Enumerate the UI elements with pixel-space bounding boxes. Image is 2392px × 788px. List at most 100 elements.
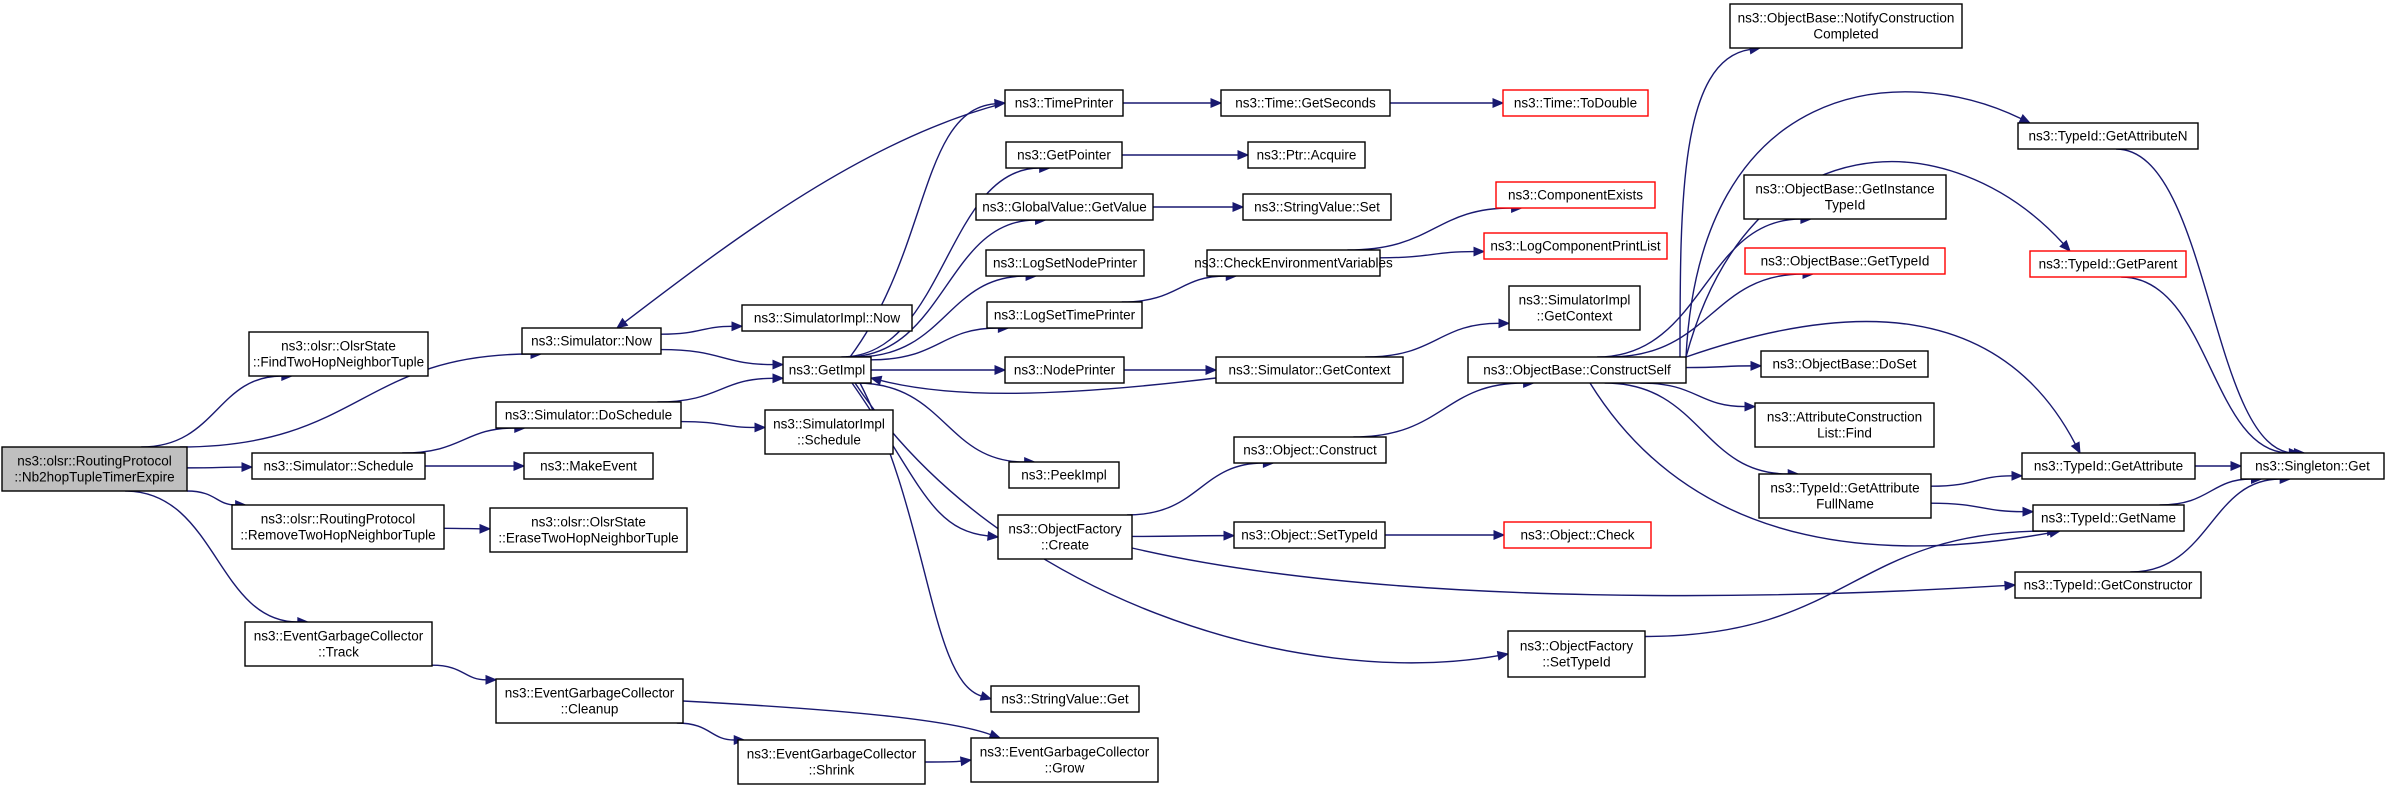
node-egcGrow[interactable]: ns3::EventGarbageCollector::Grow	[970, 737, 1159, 783]
node-logCompPrint[interactable]: ns3::LogComponentPrintList	[1483, 232, 1668, 260]
node-timePrinter[interactable]: ns3::TimePrinter	[1004, 89, 1124, 117]
node-box-simImplSchedule	[764, 409, 894, 455]
node-gvGetValue[interactable]: ns3::GlobalValue::GetValue	[975, 193, 1154, 221]
node-obNotify[interactable]: ns3::ObjectBase::NotifyConstructionCompl…	[1729, 3, 1963, 49]
node-label-makeEvent-line-0: ns3::MakeEvent	[540, 459, 637, 474]
node-logSetNode[interactable]: ns3::LogSetNodePrinter	[985, 249, 1145, 277]
arrowhead-simGetContext-to-getImpl	[869, 375, 883, 386]
node-svSet[interactable]: ns3::StringValue::Set	[1242, 193, 1392, 221]
node-obConstructSelf[interactable]: ns3::ObjectBase::ConstructSelf	[1467, 356, 1687, 384]
node-box-tidGetAttrFull	[1758, 473, 1932, 519]
node-label-logCompPrint-line-0: ns3::LogComponentPrintList	[1490, 239, 1661, 254]
node-simImplSchedule[interactable]: ns3::SimulatorImpl::Schedule	[764, 409, 894, 455]
node-box-gvGetValue	[975, 193, 1154, 221]
node-simNow[interactable]: ns3::Simulator::Now	[521, 327, 662, 355]
edge-getImpl-to-ofSetTypeId	[854, 382, 1499, 664]
node-objConstruct[interactable]: ns3::Object::Construct	[1233, 436, 1387, 464]
node-objCheck[interactable]: ns3::Object::Check	[1503, 521, 1652, 549]
node-timeToDouble[interactable]: ns3::Time::ToDouble	[1502, 89, 1649, 117]
node-box-peekImpl	[1008, 461, 1120, 489]
edge-obConstructSelf-to-acFind	[1640, 382, 1746, 408]
node-logSetTime[interactable]: ns3::LogSetTimePrinter	[986, 301, 1143, 329]
node-peekImpl[interactable]: ns3::PeekImpl	[1008, 461, 1120, 489]
arrowhead-nodePrinter-to-simGetContext	[1205, 365, 1218, 375]
node-label-logSetNode-line-0: ns3::LogSetNodePrinter	[993, 256, 1138, 271]
edge-ofCreate-to-objConstruct	[1126, 462, 1264, 516]
node-tidGetAttr[interactable]: ns3::TypeId::GetAttribute	[2021, 452, 2196, 480]
node-ofCreate[interactable]: ns3::ObjectFactory::Create	[997, 514, 1133, 560]
node-label-gvGetValue-line-0: ns3::GlobalValue::GetValue	[982, 200, 1147, 215]
node-label-tidGetCtor-line-0: ns3::TypeId::GetConstructor	[2024, 578, 2193, 593]
node-box-egcTrack	[244, 621, 433, 667]
arrowhead-ofCreate-to-tidGetCtor	[2004, 580, 2017, 591]
node-egcShrink[interactable]: ns3::EventGarbageCollector::Shrink	[737, 739, 926, 785]
edge-getImpl-to-logSetNode	[855, 275, 1027, 358]
edge-root-to-findTwoHop	[141, 375, 282, 448]
edges-layer	[125, 44, 2306, 767]
arrowhead-doSchedule-to-simImplSchedule	[754, 422, 767, 433]
arrowhead-removeTwoHop-to-eraseTwoHop	[479, 523, 492, 534]
node-simSchedule[interactable]: ns3::Simulator::Schedule	[251, 452, 426, 480]
arrowhead-getImpl-to-nodePrinter	[994, 365, 1007, 375]
node-makeEvent[interactable]: ns3::MakeEvent	[523, 452, 654, 480]
node-timeGetSeconds[interactable]: ns3::Time::GetSeconds	[1220, 89, 1391, 117]
edge-getImpl-to-logSetTime	[870, 327, 999, 361]
node-objSetTypeId[interactable]: ns3::Object::SetTypeId	[1233, 521, 1386, 549]
arrowhead-doSchedule-to-getImpl	[772, 373, 785, 384]
node-obDoSet[interactable]: ns3::ObjectBase::DoSet	[1760, 350, 1929, 378]
node-box-obDoSet	[1760, 350, 1929, 378]
node-label-egcShrink-line-0: ns3::EventGarbageCollector	[747, 747, 917, 762]
node-tidGetCtor[interactable]: ns3::TypeId::GetConstructor	[2014, 571, 2202, 599]
arrowhead-egcTrack-to-egcCleanup	[485, 674, 498, 685]
node-checkEnv[interactable]: ns3::CheckEnvironmentVariables	[1194, 249, 1393, 277]
node-box-simImplGetCtx	[1508, 285, 1641, 331]
node-box-ptrAcquire	[1247, 141, 1366, 169]
node-egcCleanup[interactable]: ns3::EventGarbageCollector::Cleanup	[495, 678, 684, 724]
node-compExists[interactable]: ns3::ComponentExists	[1495, 181, 1656, 209]
node-simGetContext[interactable]: ns3::Simulator::GetContext	[1215, 356, 1404, 384]
arrowhead-getImpl-to-ofSetTypeId	[1496, 650, 1510, 661]
node-label-svGet-line-0: ns3::StringValue::Get	[1001, 692, 1129, 707]
node-label-simSchedule-line-0: ns3::Simulator::Schedule	[263, 459, 413, 474]
node-ptrAcquire[interactable]: ns3::Ptr::Acquire	[1247, 141, 1366, 169]
edge-obConstructSelf-to-obDoSet	[1685, 365, 1752, 369]
node-findTwoHop[interactable]: ns3::olsr::OlsrState::FindTwoHopNeighbor…	[248, 331, 429, 377]
node-box-getPointer	[1005, 141, 1123, 169]
node-obGetTypeId[interactable]: ns3::ObjectBase::GetTypeId	[1744, 247, 1946, 275]
node-getImpl[interactable]: ns3::GetImpl	[782, 356, 872, 384]
node-label-removeTwoHop-line-1: ::RemoveTwoHopNeighborTuple	[240, 528, 435, 543]
node-label-tidGetParent-line-0: ns3::TypeId::GetParent	[2039, 257, 2178, 272]
node-label-getPointer-line-0: ns3::GetPointer	[1017, 148, 1111, 163]
node-tidGetParent[interactable]: ns3::TypeId::GetParent	[2029, 250, 2187, 278]
node-simImplGetCtx[interactable]: ns3::SimulatorImpl::GetContext	[1508, 285, 1641, 331]
node-ofSetTypeId[interactable]: ns3::ObjectFactory::SetTypeId	[1507, 630, 1646, 678]
node-nodePrinter[interactable]: ns3::NodePrinter	[1004, 356, 1125, 384]
node-svGet[interactable]: ns3::StringValue::Get	[990, 685, 1140, 713]
node-box-objCheck	[1503, 521, 1652, 549]
node-label-ofCreate-line-0: ns3::ObjectFactory	[1008, 522, 1122, 537]
node-getPointer[interactable]: ns3::GetPointer	[1005, 141, 1123, 169]
node-simImplNow[interactable]: ns3::SimulatorImpl::Now	[741, 304, 913, 332]
node-doSchedule[interactable]: ns3::Simulator::DoSchedule	[495, 401, 682, 429]
node-egcTrack[interactable]: ns3::EventGarbageCollector::Track	[244, 621, 433, 667]
edge-doSchedule-to-getImpl	[657, 377, 774, 403]
node-label-obGetInstance-line-0: ns3::ObjectBase::GetInstance	[1755, 182, 1934, 197]
edge-egcShrink-to-egcGrow	[924, 760, 962, 763]
node-label-objSetTypeId-line-0: ns3::Object::SetTypeId	[1241, 528, 1378, 543]
node-tidGetName[interactable]: ns3::TypeId::GetName	[2032, 504, 2185, 532]
node-label-egcCleanup-line-1: ::Cleanup	[561, 702, 619, 717]
arrowhead-timeGetSeconds-to-timeToDouble	[1492, 98, 1505, 108]
edge-simGetContext-to-getImpl	[880, 377, 1217, 395]
node-label-findTwoHop-line-1: ::FindTwoHopNeighborTuple	[253, 355, 424, 370]
node-box-objConstruct	[1233, 436, 1387, 464]
node-box-obGetTypeId	[1744, 247, 1946, 275]
node-removeTwoHop[interactable]: ns3::olsr::RoutingProtocol::RemoveTwoHop…	[231, 504, 445, 550]
arrowhead-checkEnv-to-logCompPrint	[1473, 246, 1486, 257]
node-root[interactable]: ns3::olsr::RoutingProtocol::Nb2hopTupleT…	[1, 446, 188, 492]
node-singletonGet[interactable]: ns3::Singleton::Get	[2240, 452, 2385, 480]
node-tidGetAttrN[interactable]: ns3::TypeId::GetAttributeN	[2017, 122, 2199, 150]
node-eraseTwoHop[interactable]: ns3::olsr::OlsrState::EraseTwoHopNeighbo…	[489, 507, 688, 553]
